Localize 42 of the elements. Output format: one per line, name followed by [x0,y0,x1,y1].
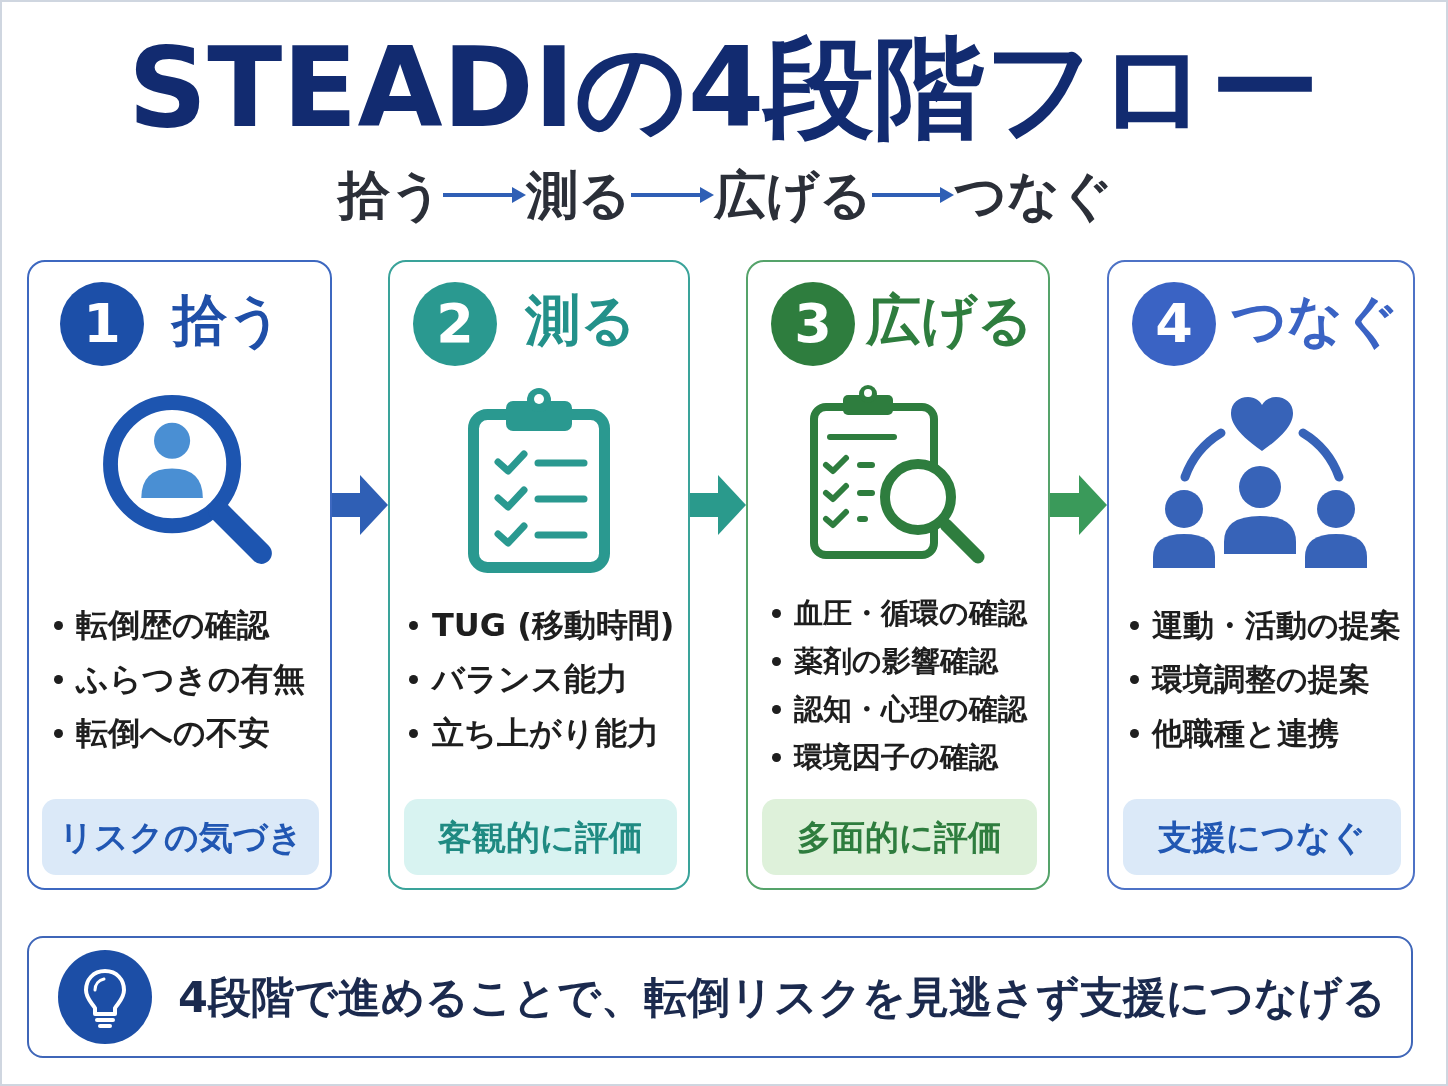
card-heading: 拾う [172,287,283,353]
card-heading: 広げる [866,287,1033,353]
summary-box: リスクの気づき [42,799,319,875]
note-text: 4段階で進めることで、転倒リスクを見逃さず支援につなげる [178,971,1386,1023]
step-word: 拾う [338,165,443,225]
card-heading: 測る [525,287,636,353]
title: STEADIの4段階フロー [128,28,1321,148]
arrow [631,187,714,203]
arrow [872,187,954,203]
step-word: つなぐ [954,165,1113,225]
bullet-text: 環境調整の提案 [1152,659,1370,699]
summary-box: 支援につなぐ [1123,799,1401,875]
arrow [690,475,746,535]
step-card [1107,260,1415,890]
bullet-text: 他職種と連携 [1152,713,1339,753]
bullet-text: 立ち上がり能力 [432,712,659,754]
bullet-text: ふらつきの有無 [76,658,305,700]
arrow [443,187,526,203]
note-box [27,936,1413,1058]
bullet-text: TUG (移動時間) [432,604,675,646]
bullet-text: 薬剤の影響確認 [794,642,998,680]
step-card [388,260,690,890]
number-circle: 3 [771,282,855,366]
bullet-text: 運動・活動の提案 [1152,605,1401,645]
step-word: 測る [526,165,631,225]
arrow [332,475,388,535]
summary-box: 客観的に評価 [404,799,677,875]
step-word: 広げる [714,165,872,225]
step-card [746,260,1050,890]
bullet-text: 認知・心理の確認 [794,690,1027,728]
arrow [1050,475,1107,535]
number-circle: 4 [1132,282,1216,366]
number-circle: 1 [60,282,144,366]
step-card [27,260,332,890]
bullet-text: 転倒への不安 [76,712,270,754]
card-heading: つなぐ [1231,287,1399,353]
summary-box: 多面的に評価 [762,799,1037,875]
bullet-text: 転倒歴の確認 [76,604,269,646]
bullet-text: 血圧・循環の確認 [794,594,1027,632]
bullet-text: 環境因子の確認 [794,738,998,776]
bullet-text: バランス能力 [432,658,628,700]
number-circle: 2 [413,282,497,366]
